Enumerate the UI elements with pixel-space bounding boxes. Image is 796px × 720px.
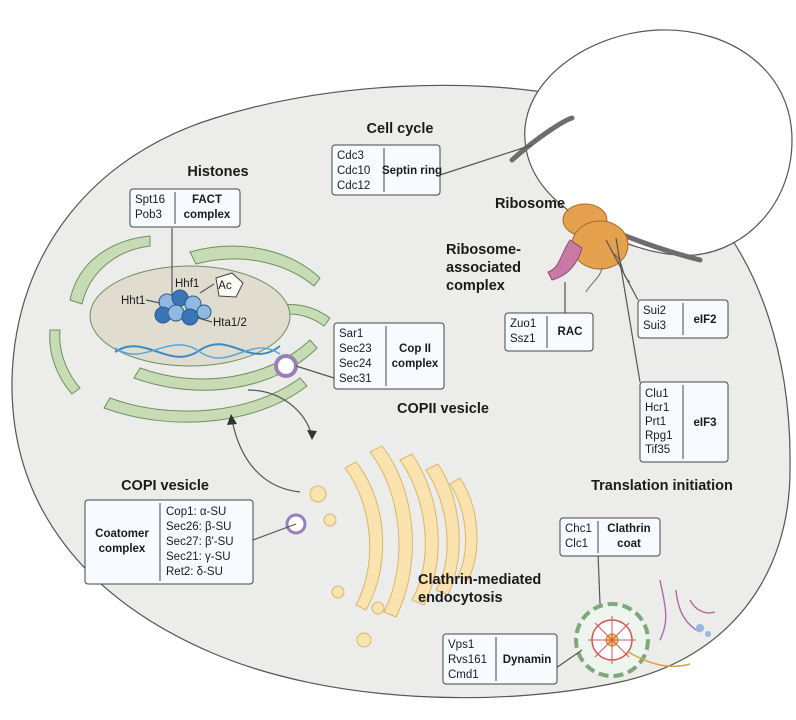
- histone-octamer: [154, 289, 212, 326]
- label-hht1: Hht1: [121, 295, 145, 307]
- septin-protein-2: Cdc10: [337, 165, 370, 177]
- clathrin-protein-2: Clc1: [565, 538, 588, 550]
- dynamin-complex-name: Dynamin: [503, 654, 552, 666]
- title-rac-line3: complex: [446, 278, 505, 294]
- coatomer-protein-5: Ret2: δ-SU: [166, 566, 223, 578]
- dynamin-protein-2: Rvs161: [448, 654, 487, 666]
- title-rac-line2: associated: [446, 260, 521, 276]
- title-copi-vesicle: COPI vesicle: [121, 478, 209, 494]
- septin-ring-box: Cdc3 Cdc10 Cdc12 Septin ring: [331, 144, 442, 196]
- er-membranes: [49, 235, 331, 423]
- copii-protein-1: Sar1: [339, 328, 363, 340]
- title-histones: Histones: [187, 164, 248, 180]
- title-clathrin-line2: endocytosis: [418, 590, 503, 606]
- fact-complex-name-2: complex: [184, 209, 231, 221]
- eif2-box: Sui2 Sui3 eIF2: [637, 299, 729, 339]
- copii-protein-4: Sec31: [339, 373, 372, 385]
- coatomer-protein-1: Cop1: α-SU: [166, 506, 226, 518]
- eif3-protein-5: Tif35: [645, 444, 670, 456]
- eif3-protein-4: Rpg1: [645, 430, 673, 442]
- coatomer-complex-name-2: complex: [99, 543, 146, 555]
- eif3-complex-name: eIF3: [693, 417, 716, 429]
- septin-complex-name: Septin ring: [382, 165, 442, 177]
- golgi-apparatus: [309, 445, 478, 648]
- eif2-protein-2: Sui3: [643, 320, 666, 332]
- clathrin-complex-name-1: Clathrin: [607, 523, 650, 535]
- fact-complex-box: Spt16 Pob3 FACT complex: [129, 188, 241, 228]
- coatomer-protein-3: Sec27: β'-SU: [166, 536, 234, 548]
- fact-protein-1: Spt16: [135, 194, 165, 206]
- fact-complex-name-1: FACT: [192, 194, 222, 206]
- acetyl-pentagon-icon: [215, 272, 244, 298]
- dynamin-box: Vps1 Rvs161 Cmd1 Dynamin: [442, 633, 558, 685]
- dynamin-protein-1: Vps1: [448, 639, 474, 651]
- dna-strand-2: [114, 344, 281, 359]
- eif2-complex-name: eIF2: [693, 314, 716, 326]
- arrow-er-to-golgi: [247, 389, 313, 437]
- clathrin-complex-name-2: coat: [617, 538, 641, 550]
- rac-box: Zuo1 Ssz1 RAC: [504, 312, 594, 352]
- copii-complex-name-1: Cop II: [399, 343, 431, 355]
- arrow-golgi-to-er: [231, 419, 301, 493]
- dynamin-protein-3: Cmd1: [448, 669, 479, 681]
- copii-protein-3: Sec24: [339, 358, 372, 370]
- title-translation-initiation: Translation initiation: [591, 478, 733, 494]
- clathrin-coat-box: Chc1 Clc1 Clathrin coat: [559, 517, 661, 557]
- title-rac-line1: Ribosome-: [446, 242, 521, 258]
- copii-protein-2: Sec23: [339, 343, 372, 355]
- eif3-protein-3: Prt1: [645, 416, 666, 428]
- ribosome: [547, 203, 631, 293]
- coatomer-complex-name-1: Coatomer: [95, 528, 149, 540]
- connector-lines: [171, 144, 641, 669]
- copii-vesicle-bud: [274, 354, 298, 378]
- eif3-protein-1: Clu1: [645, 388, 669, 400]
- clathrin-coated-vesicle: [574, 579, 716, 678]
- label-hhf1: Hhf1: [175, 278, 199, 290]
- clathrin-protein-1: Chc1: [565, 523, 592, 535]
- rac-protein-1: Zuo1: [510, 318, 536, 330]
- title-cell-cycle: Cell cycle: [367, 121, 434, 137]
- copii-complex-box: Sar1 Sec23 Sec24 Sec31 Cop II complex: [333, 322, 445, 390]
- coatomer-box: Coatomer complex Cop1: α-SU Sec26: β-SU …: [84, 499, 254, 585]
- coatomer-protein-4: Sec21: γ-SU: [166, 551, 231, 563]
- rac-complex-name: RAC: [558, 326, 583, 338]
- copii-complex-name-2: complex: [392, 358, 439, 370]
- rac-protein-2: Ssz1: [510, 333, 536, 345]
- coatomer-protein-2: Sec26: β-SU: [166, 521, 231, 533]
- label-hta: Hta1/2: [213, 317, 247, 329]
- eif3-protein-2: Hcr1: [645, 402, 669, 414]
- label-ac: Ac: [218, 280, 232, 292]
- title-ribosome: Ribosome: [495, 196, 565, 212]
- eif3-box: Clu1 Hcr1 Prt1 Rpg1 Tif35 eIF3: [639, 381, 729, 463]
- title-clathrin-line1: Clathrin-mediated: [418, 572, 541, 588]
- eif2-protein-1: Sui2: [643, 305, 666, 317]
- fact-protein-2: Pob3: [135, 209, 162, 221]
- septin-protein-1: Cdc3: [337, 150, 364, 162]
- dna-strand: [114, 343, 281, 358]
- septin-protein-3: Cdc12: [337, 180, 370, 192]
- title-copii-vesicle: COPII vesicle: [397, 401, 489, 417]
